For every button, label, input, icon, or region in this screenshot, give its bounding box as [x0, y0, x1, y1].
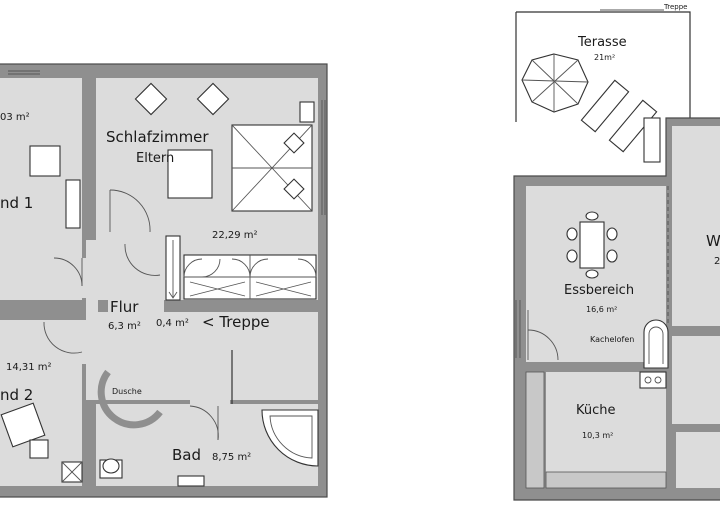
bath-name: Bad — [172, 446, 201, 464]
pillow-2 — [283, 178, 305, 200]
wardrobe-doors — [183, 258, 317, 278]
door-swing-right — [527, 329, 559, 361]
stair-arrow-head — [168, 291, 178, 299]
left-floor-plan: 03 m² nd 1 Schlafzimmer Eltern 22,29 m² … — [0, 63, 328, 498]
bath-area: 8,75 m² — [212, 452, 251, 463]
dining-chair-1 — [566, 227, 578, 241]
dining-chair-3 — [606, 227, 618, 241]
dining-area: 16,6 m² — [586, 305, 617, 314]
door-swing-2 — [43, 321, 83, 354]
kitchen-counter-left — [525, 371, 545, 489]
nightstand-1 — [134, 82, 168, 116]
bedroom-area: 22,29 m² — [212, 230, 258, 241]
door-gap-bedroom — [108, 296, 164, 314]
stove-label: Kachelofen — [590, 335, 634, 344]
door-gap-left-1 — [80, 258, 98, 298]
parasol-rib-3 — [531, 59, 579, 105]
sun-lounger-1 — [580, 79, 630, 133]
room-top-left-area: 03 m² — [0, 112, 30, 123]
living-room — [672, 126, 720, 326]
wardrobe-x2 — [189, 281, 246, 297]
bathtub-inner — [269, 415, 313, 459]
wardrobe-x4 — [255, 281, 312, 297]
bedroom-name: Schlafzimmer — [106, 128, 209, 146]
stair-area: 0,4 m² — [156, 318, 189, 329]
living-area-partial: 2 — [714, 256, 720, 267]
kitchen-area: 10,3 m² — [582, 431, 613, 440]
stool — [29, 439, 49, 459]
door-swing-4 — [124, 243, 161, 276]
side-room-2 — [676, 432, 720, 488]
tiled-stove — [643, 319, 669, 369]
dining-chair-6 — [585, 269, 599, 279]
burner-1 — [644, 376, 652, 384]
living-name-partial: W — [706, 232, 720, 250]
hall-area: 6,3 m² — [108, 321, 141, 332]
toilet-bowl — [102, 458, 120, 474]
stair-label-left: < Treppe — [202, 313, 270, 331]
dining-chair-2 — [566, 249, 578, 263]
right-floor-plan: Treppe Terasse 21m² Essbereich 16,6 m² K… — [513, 3, 720, 501]
kitchen-counter-bottom — [545, 471, 667, 489]
kitchen-name: Küche — [576, 403, 616, 418]
pillow-1 — [283, 132, 305, 154]
parasol-rib-4 — [531, 59, 579, 103]
cooktop — [639, 371, 667, 389]
side-room-1 — [672, 336, 720, 424]
dining-name: Essbereich — [564, 283, 634, 298]
chair — [29, 145, 61, 177]
stair-label-right: Treppe — [663, 3, 687, 11]
hall-name: Flur — [110, 298, 139, 316]
bathtub — [261, 409, 319, 467]
box-x2 — [61, 461, 83, 483]
hall — [96, 312, 318, 400]
dining-table — [579, 221, 605, 269]
nightstand-2 — [196, 82, 230, 116]
kitchen — [546, 372, 666, 488]
dining-chair-5 — [585, 211, 599, 221]
sun-lounger-2 — [608, 99, 658, 153]
bed-side-table — [299, 101, 315, 123]
door-gap-bath — [190, 396, 230, 408]
room-top-left-name: nd 1 — [0, 194, 33, 212]
tiled-stove-inner — [648, 326, 664, 364]
terrace-bench — [643, 117, 661, 163]
terrace-area: 21m² — [594, 53, 615, 62]
room-bottom-left-name: nd 2 — [0, 386, 33, 404]
sink — [177, 475, 205, 487]
terrace-name: Terasse — [577, 35, 627, 50]
dining-chair-4 — [606, 249, 618, 263]
door-swing-3 — [109, 189, 151, 233]
burner-2 — [654, 376, 662, 384]
door-gap-left-2 — [80, 320, 98, 364]
shower-wall — [97, 369, 163, 429]
bedroom-sub: Eltern — [136, 151, 174, 166]
work-table — [0, 402, 46, 448]
room-bottom-left-area: 14,31 m² — [6, 362, 52, 373]
shower-label: Dusche — [112, 387, 142, 396]
bench — [167, 149, 213, 199]
desk — [65, 179, 81, 229]
